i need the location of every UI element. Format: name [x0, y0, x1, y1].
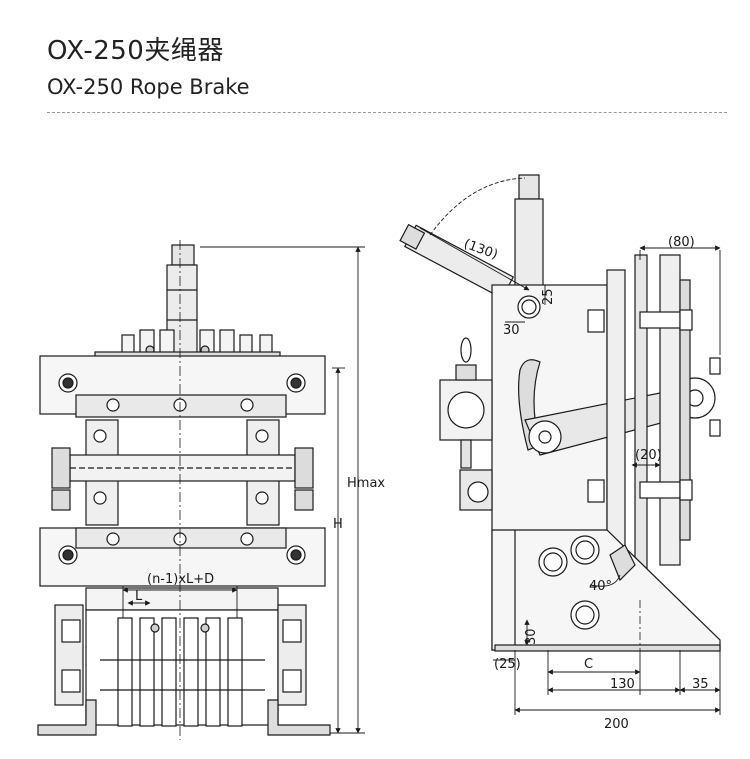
header-divider — [47, 112, 727, 113]
dim-25-left: (25) — [494, 657, 521, 672]
dim-c: C — [584, 657, 593, 672]
dim-pitch: L — [135, 589, 143, 604]
dim-30-top: 30 — [503, 323, 520, 338]
side-guide-right — [659, 254, 681, 566]
dim-25-top: 25 — [541, 288, 556, 305]
dim-30-bottom: 30 — [524, 628, 539, 645]
side-view — [399, 174, 721, 660]
dim-35: 35 — [692, 677, 709, 692]
side-vertical-rod — [514, 198, 544, 300]
dim-130: 130 — [610, 677, 635, 692]
side-dimensions — [419, 177, 721, 715]
dim-200: 200 — [604, 717, 629, 732]
front-lower-body — [85, 609, 279, 726]
dim-80: (80) — [668, 235, 695, 250]
front-dimensions — [122, 246, 365, 734]
title-english: OX-250 Rope Brake — [47, 75, 250, 99]
dim-20: (20) — [635, 448, 662, 463]
dim-40deg: 40° — [589, 579, 612, 594]
front-rope-clamps — [117, 617, 243, 727]
dim-pitch-total: (n-1)xL+D — [147, 572, 214, 587]
dim-h: H — [333, 517, 343, 532]
front-top-rod-cap — [171, 244, 195, 266]
front-view — [37, 240, 331, 740]
title-chinese: OX-250夹绳器 — [47, 36, 224, 66]
dim-hmax: Hmax — [347, 476, 385, 491]
